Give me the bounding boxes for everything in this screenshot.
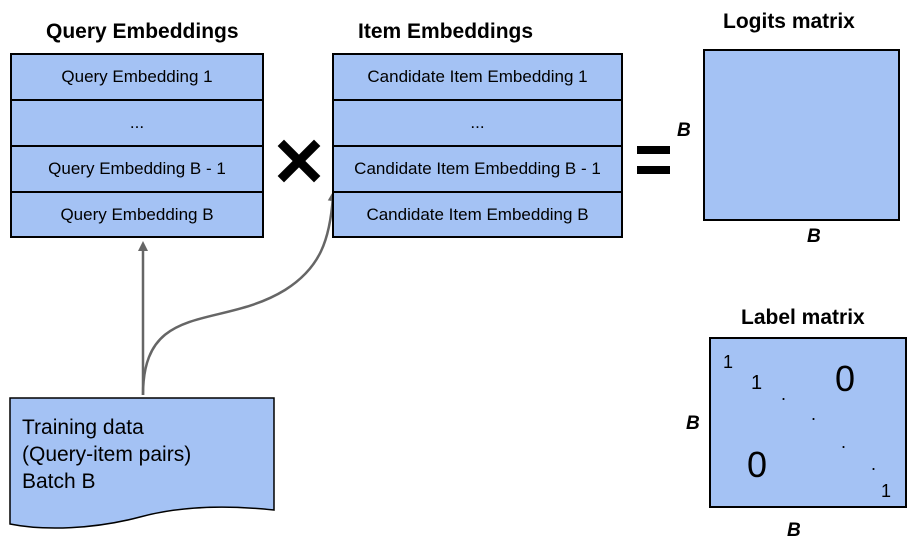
label-upper-zero: 0	[835, 358, 856, 399]
training-data-line-2: (Query-item pairs)	[22, 443, 192, 466]
label-diag-one-3: 1	[881, 481, 892, 501]
training-data-text: Training data (Query-item pairs) Batch B	[22, 414, 191, 495]
logits-row-dim-label: B	[677, 120, 691, 141]
item-row-b: Candidate Item Embedding B	[366, 204, 589, 224]
label-col-dim-label: B	[787, 520, 801, 541]
label-diag-dot-4: .	[871, 454, 877, 474]
item-embeddings-table: Candidate Item Embedding 1 ... Candidate…	[332, 53, 623, 238]
item-row-b-minus-1: Candidate Item Embedding B - 1	[334, 147, 621, 193]
logits-matrix	[703, 49, 900, 221]
label-diag-dot-1: .	[781, 384, 787, 404]
logits-col-dim-label: B	[807, 226, 821, 247]
training-data-line-3: Batch B	[22, 470, 96, 493]
label-matrix: 1 1 0 . . . . 0 1	[709, 337, 907, 508]
label-diag-dot-2: .	[811, 404, 817, 424]
label-diag-dot-3: .	[841, 432, 847, 452]
logits-matrix-title: Logits matrix	[723, 10, 855, 33]
item-row-ellipsis: ...	[334, 101, 621, 147]
item-row-1: Candidate Item Embedding 1	[334, 55, 621, 101]
label-diag-one-2: 1	[751, 372, 763, 394]
training-data-line-1: Training data	[22, 416, 144, 439]
equals-icon	[637, 146, 670, 174]
query-row-b-minus-1: Query Embedding B - 1	[12, 147, 262, 193]
label-lower-zero: 0	[747, 444, 768, 485]
query-embeddings-title: Query Embeddings	[46, 20, 239, 43]
query-row-ellipsis: ...	[12, 101, 262, 147]
multiply-icon	[277, 139, 321, 183]
query-row-1: Query Embedding 1	[12, 55, 262, 101]
training-data-document	[9, 397, 275, 529]
query-row-b: Query Embedding B	[60, 204, 214, 224]
label-diag-one-1: 1	[723, 352, 734, 372]
query-embeddings-table: Query Embedding 1 ... Query Embedding B …	[10, 53, 264, 238]
label-matrix-title: Label matrix	[741, 306, 865, 329]
arrow-to-item-embeddings	[141, 191, 338, 396]
item-embeddings-title: Item Embeddings	[358, 20, 534, 43]
label-row-dim-label: B	[686, 413, 700, 434]
